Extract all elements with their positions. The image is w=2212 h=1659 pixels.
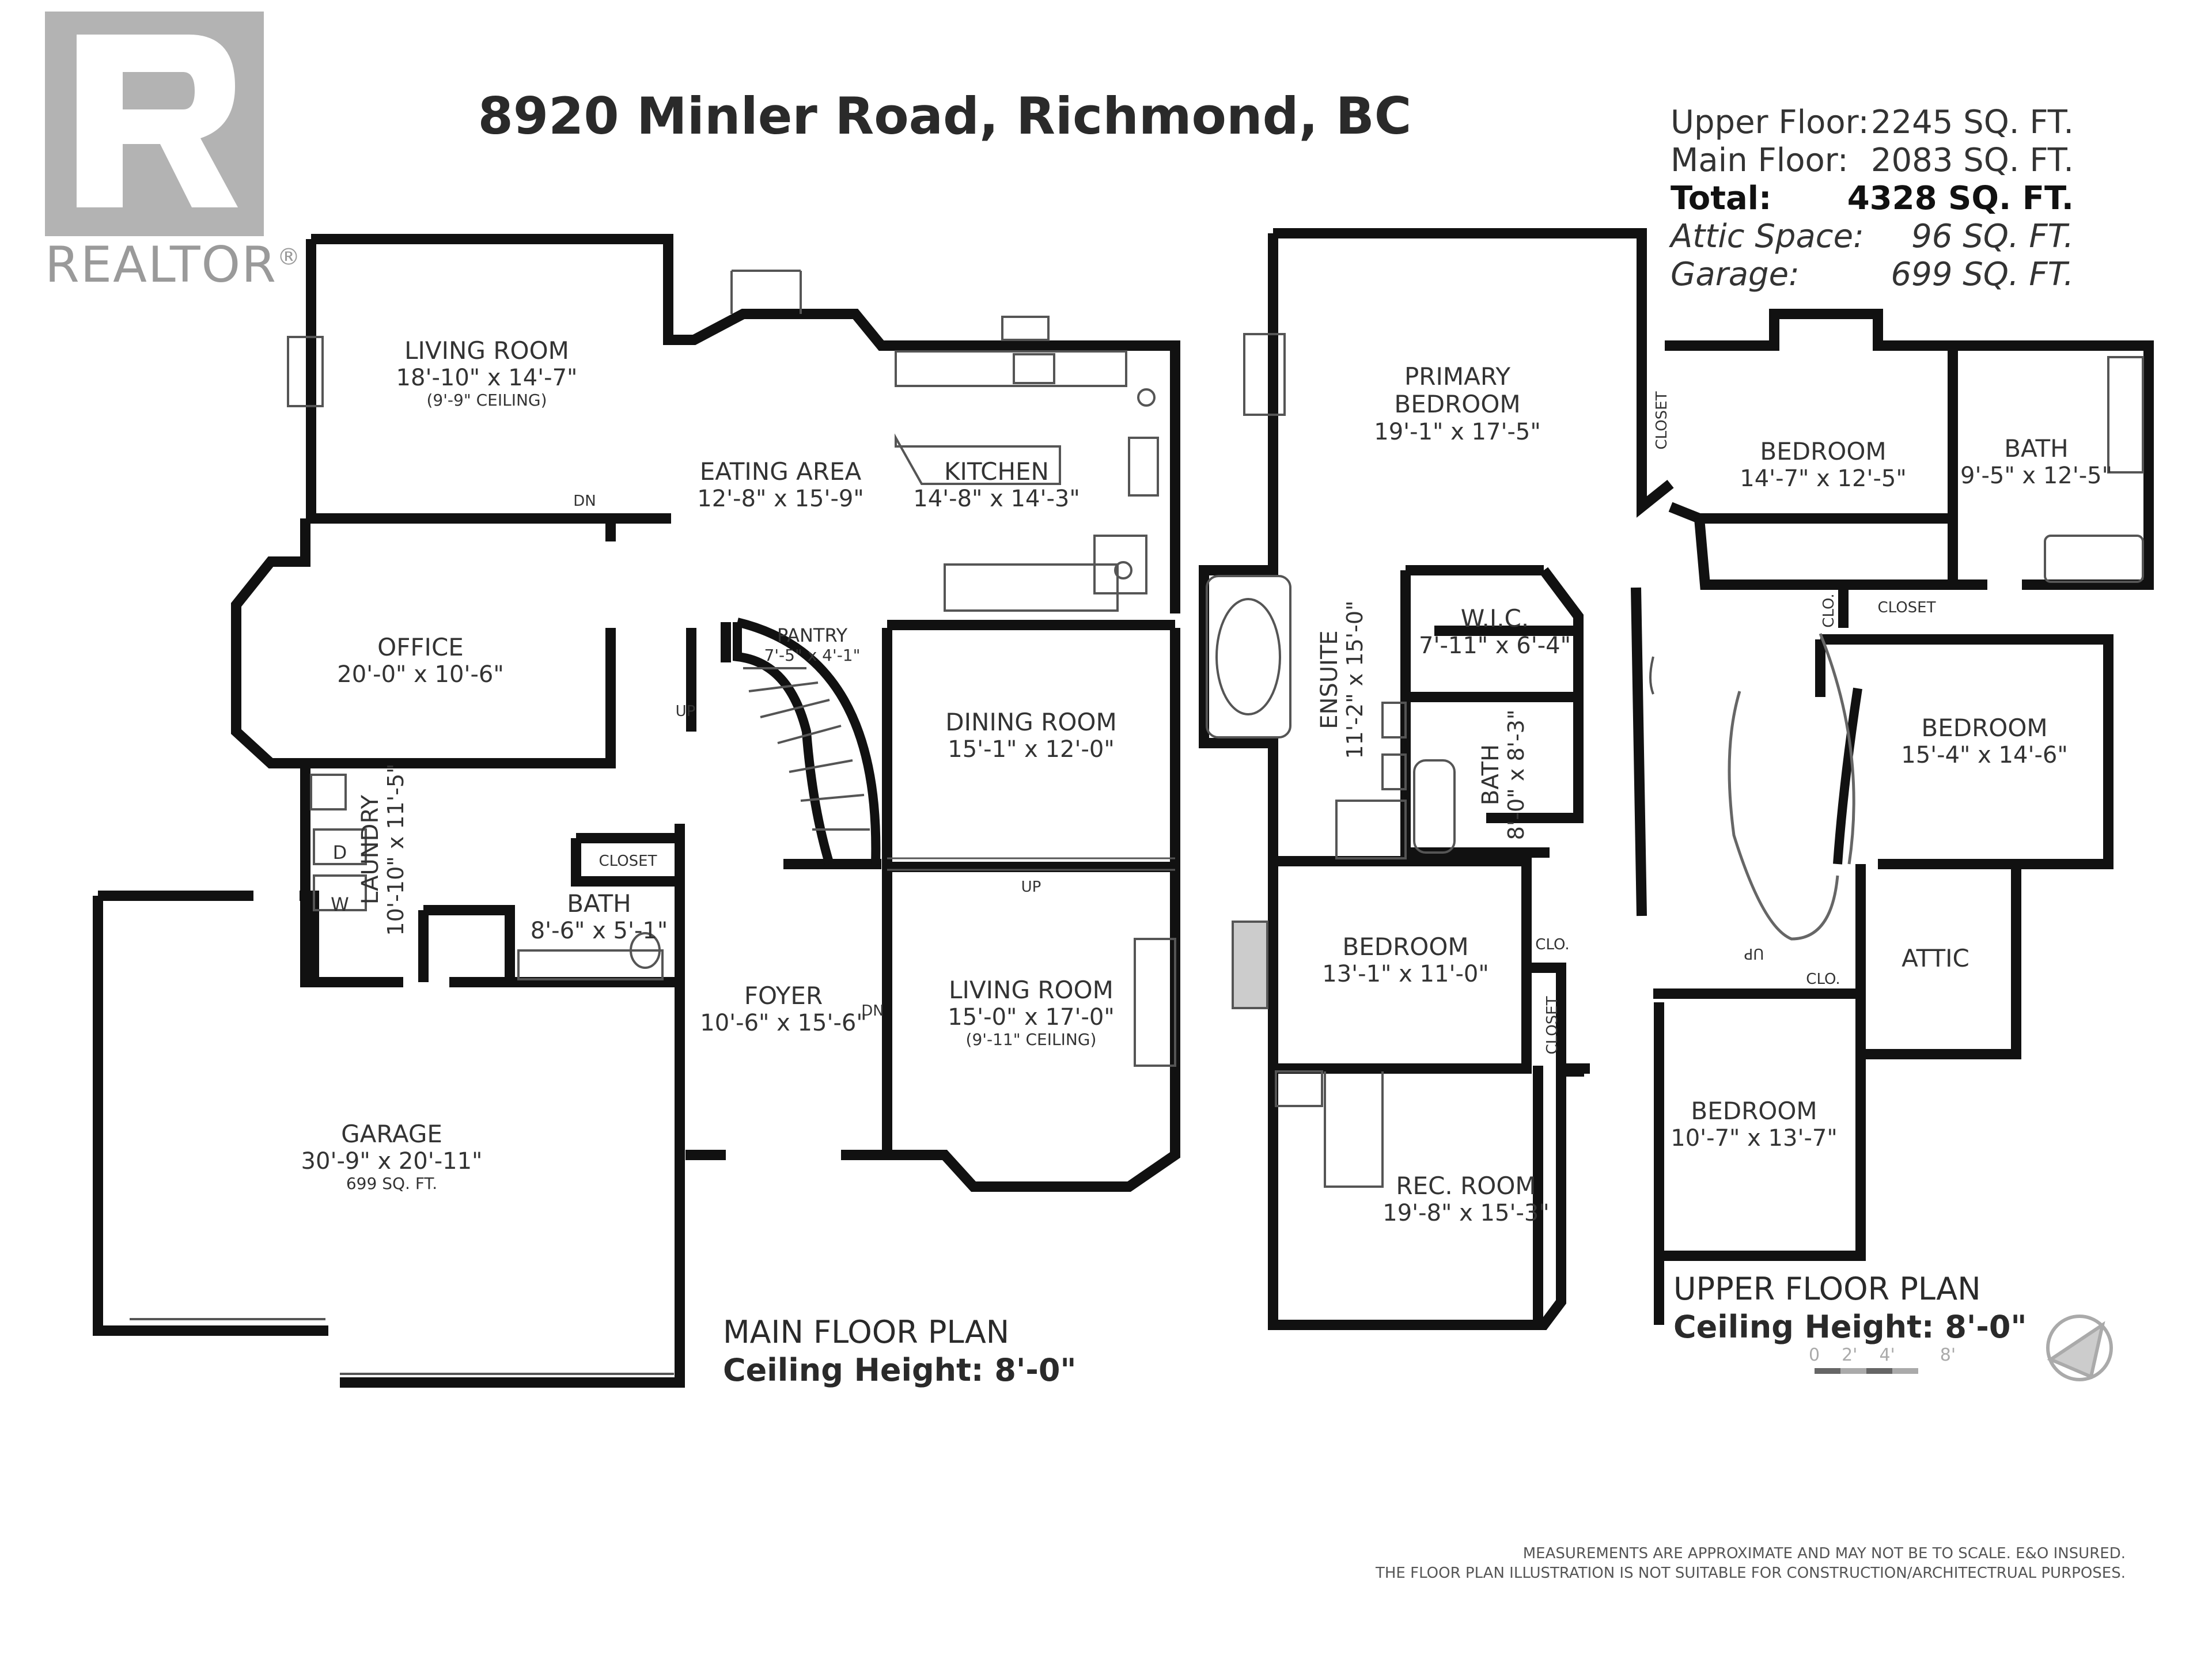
upper-floor-plan-title: UPPER FLOOR PLAN Ceiling Height: 8'-0" (1673, 1271, 2027, 1345)
room-bedroom-2: BEDROOM 15'-4" x 14'-6" (1901, 714, 2068, 769)
main-floor-plan-title: MAIN FLOOR PLAN Ceiling Height: 8'-0" (723, 1314, 1077, 1388)
label-closet-main: CLOSET (599, 853, 657, 870)
room-eating-area: EATING AREA 12'-8" x 15'-9" (697, 457, 864, 513)
scale-labels: 0 2' 4' 8' (1809, 1345, 1956, 1365)
realtor-r-icon (77, 35, 238, 207)
stair-down-mark-living: DN (861, 1002, 884, 1020)
room-dining: DINING ROOM 15'-1" x 12'-0" (945, 708, 1117, 763)
stair-up-mark: UP (675, 703, 696, 720)
washer-label: W (331, 893, 349, 915)
room-garage: GARAGE 30'-9" x 20'-11" 699 SQ. FT. (301, 1120, 483, 1194)
stair-down-mark: DN (573, 493, 596, 510)
area-row-attic: Attic Space:96 SQ. FT. (1671, 218, 2074, 255)
stair-up-mark-dining: UP (1021, 878, 1041, 896)
dryer-label: D (332, 842, 347, 863)
north-arrow-icon (2046, 1315, 2113, 1381)
room-bedroom-3: BEDROOM 13'-1" x 11'-0" (1322, 933, 1489, 988)
room-bedroom-4: BEDROOM 10'-7" x 13'-7" (1671, 1097, 1838, 1152)
area-row-total: Total:4328 SQ. FT. (1671, 180, 2074, 217)
page-title: 8920 Minler Road, Richmond, BC (478, 86, 1412, 146)
main-floor-walls (93, 234, 1180, 1388)
label-clo-upper-1: CLO. (1820, 593, 1838, 628)
realtor-logo (45, 12, 264, 236)
area-row-garage: Garage:699 SQ. FT. (1671, 256, 2074, 293)
realtor-wordmark: REALTOR® (45, 236, 301, 294)
room-rec-room: REC. ROOM 19'-8" x 15'-3" (1382, 1172, 1550, 1227)
label-closet-upper-3: CLOSET (1544, 996, 1561, 1055)
room-attic: ATTIC (1902, 944, 1969, 972)
room-primary-bedroom: PRIMARY BEDROOM 19'-1" x 17'-5" (1374, 362, 1541, 445)
room-bath-upper: BATH 9'-5" x 12'-5" (1960, 434, 2113, 490)
room-laundry: LAUNDRY 10'-10" x 11'-5" (357, 763, 409, 936)
label-clo-upper-2: CLO. (1535, 936, 1570, 953)
room-office: OFFICE 20'-0" x 10'-6" (337, 633, 504, 688)
room-ensuite: ENSUITE 11'-2" x 15'-0" (1316, 600, 1368, 759)
upper-floor-walls (1199, 228, 2154, 1330)
label-closet-upper-2: CLOSET (1877, 599, 1936, 616)
room-living-front: LIVING ROOM 15'-0" x 17'-0" (9'-11" CEIL… (948, 976, 1115, 1050)
room-living-main: LIVING ROOM 18'-10" x 14'-7" (9'-9" CEIL… (396, 336, 578, 410)
label-clo-upper-3: CLO. (1806, 971, 1840, 988)
room-kitchen: KITCHEN 14'-8" x 14'-3" (913, 457, 1080, 513)
area-row-main: Main Floor:2083 SQ. FT. (1671, 142, 2074, 179)
disclaimer: MEASUREMENTS ARE APPROXIMATE AND MAY NOT… (1376, 1545, 2126, 1582)
label-closet-upper-1: CLOSET (1653, 391, 1671, 450)
room-bedroom-1: BEDROOM 14'-7" x 12'-5" (1740, 437, 1907, 493)
room-foyer: FOYER 10'-6" x 15'-6" (700, 982, 867, 1037)
area-summary: Upper Floor:2245 SQ. FT. Main Floor:2083… (1671, 104, 2074, 294)
stair-up-mark-upper: UP (1744, 945, 1764, 962)
room-pantry: PANTRY 7'-5" x 4'-1" (764, 624, 861, 665)
room-bath-main: BATH 8'-6" x 5'-1" (530, 889, 668, 945)
area-row-upper: Upper Floor:2245 SQ. FT. (1671, 104, 2074, 141)
room-bath-upper-2: BATH 8'-0" x 8'-3" (1478, 709, 1529, 840)
scale-bar (1815, 1368, 1918, 1374)
room-wic: W.I.C. 7'-11" x 6'-4" (1418, 604, 1571, 660)
